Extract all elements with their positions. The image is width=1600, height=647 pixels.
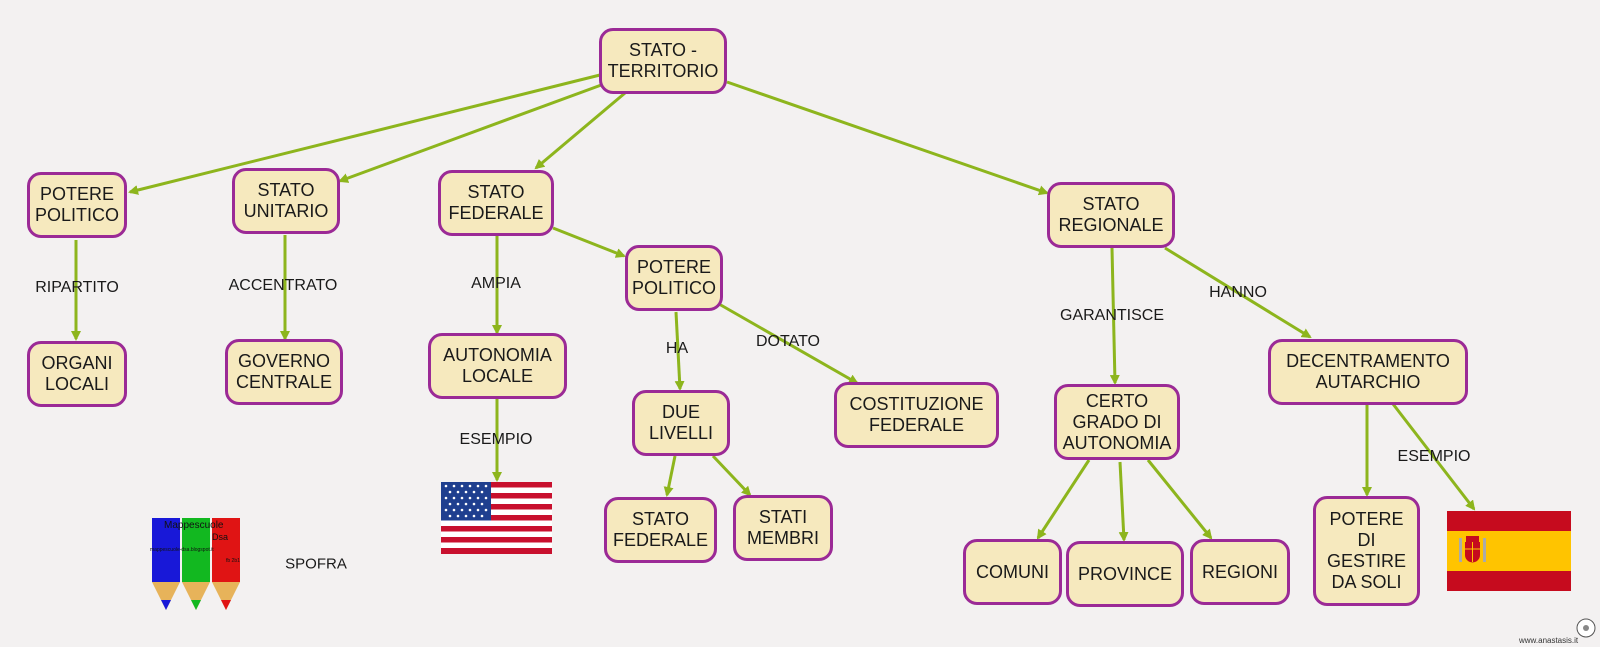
arrow-federale-potere	[552, 226, 626, 258]
arrow-certo-regioni	[1146, 459, 1213, 540]
arrow-due-membri	[711, 454, 752, 497]
author-label: SPOFRA	[285, 555, 347, 573]
arrow-root-unitario	[338, 82, 605, 183]
node-province: PROVINCE	[1066, 541, 1184, 607]
node-stato-regionale: STATO REGIONALE	[1047, 182, 1175, 248]
label-esempio-usa: ESEMPIO	[459, 431, 533, 448]
arrow-regionale-decentramento	[1164, 246, 1312, 339]
arrow-root-regionale	[726, 80, 1049, 196]
node-stato-federale: STATO FEDERALE	[438, 170, 554, 236]
node-comuni: COMUNI	[963, 539, 1062, 605]
label-garantisce: GARANTISCE	[1059, 307, 1165, 324]
label-ampia: AMPIA	[471, 275, 521, 292]
website-label: www.anastasis.it	[1519, 636, 1579, 645]
node-stati-membri: STATI MEMBRI	[733, 495, 833, 561]
arrow-potere-costituzione	[718, 302, 859, 385]
node-potere-gestire-da-soli: POTERE DI GESTIRE DA SOLI	[1313, 496, 1420, 606]
node-stato-unitario: STATO UNITARIO	[232, 168, 340, 234]
arrow-due-federale	[663, 455, 677, 497]
arrow-regionale-certo	[1109, 247, 1120, 385]
node-decentramento-autarchio: DECENTRAMENTO AUTARCHIO	[1268, 339, 1468, 405]
node-autonomia-locale: AUTONOMIA LOCALE	[428, 333, 567, 399]
label-ripartito: RIPARTITO	[35, 279, 119, 296]
label-ha: HA	[665, 340, 689, 357]
mappescuole-logo: Mappescuole Dsa mappescuole-dsa.blogspot…	[150, 518, 240, 610]
node-stato-territorio: STATO - TERRITORIO	[599, 28, 727, 94]
anastasis-logo	[1576, 618, 1596, 638]
label-hanno: HANNO	[1209, 284, 1267, 301]
arrow-decentramento-flag	[1391, 403, 1476, 511]
node-certo-grado-autonomia: CERTO GRADO DI AUTONOMIA	[1054, 384, 1180, 460]
svg-text:mappescuole-dsa.blogspot.it: mappescuole-dsa.blogspot.it	[150, 547, 214, 553]
svg-text:fb 2b1: fb 2b1	[226, 558, 240, 564]
label-accentrato: ACCENTRATO	[228, 277, 338, 294]
node-potere-politico-2: POTERE POLITICO	[625, 245, 723, 311]
node-stato-federale-2: STATO FEDERALE	[604, 497, 717, 563]
node-governo-centrale: GOVERNO CENTRALE	[225, 339, 343, 405]
node-regioni: REGIONI	[1190, 539, 1290, 605]
node-due-livelli: DUE LIVELLI	[632, 390, 730, 456]
node-organi-locali: ORGANI LOCALI	[27, 341, 127, 407]
svg-text:Mappescuole: Mappescuole	[164, 520, 224, 531]
spain-flag-image	[1447, 511, 1571, 591]
arrow-root-potere	[128, 73, 601, 195]
arrow-root-federale	[534, 91, 626, 170]
node-costituzione-federale: COSTITUZIONE FEDERALE	[834, 382, 999, 448]
coat-of-arms-icon	[1459, 536, 1486, 563]
label-esempio-spain: ESEMPIO	[1397, 448, 1471, 465]
svg-text:Dsa: Dsa	[212, 532, 228, 542]
node-potere-politico: POTERE POLITICO	[27, 172, 127, 238]
arrow-certo-comuni	[1036, 459, 1091, 540]
arrow-certo-province	[1118, 461, 1129, 542]
usa-flag-image	[441, 482, 552, 554]
arrow-potere-due	[674, 311, 685, 391]
label-dotato: DOTATO	[756, 333, 820, 350]
